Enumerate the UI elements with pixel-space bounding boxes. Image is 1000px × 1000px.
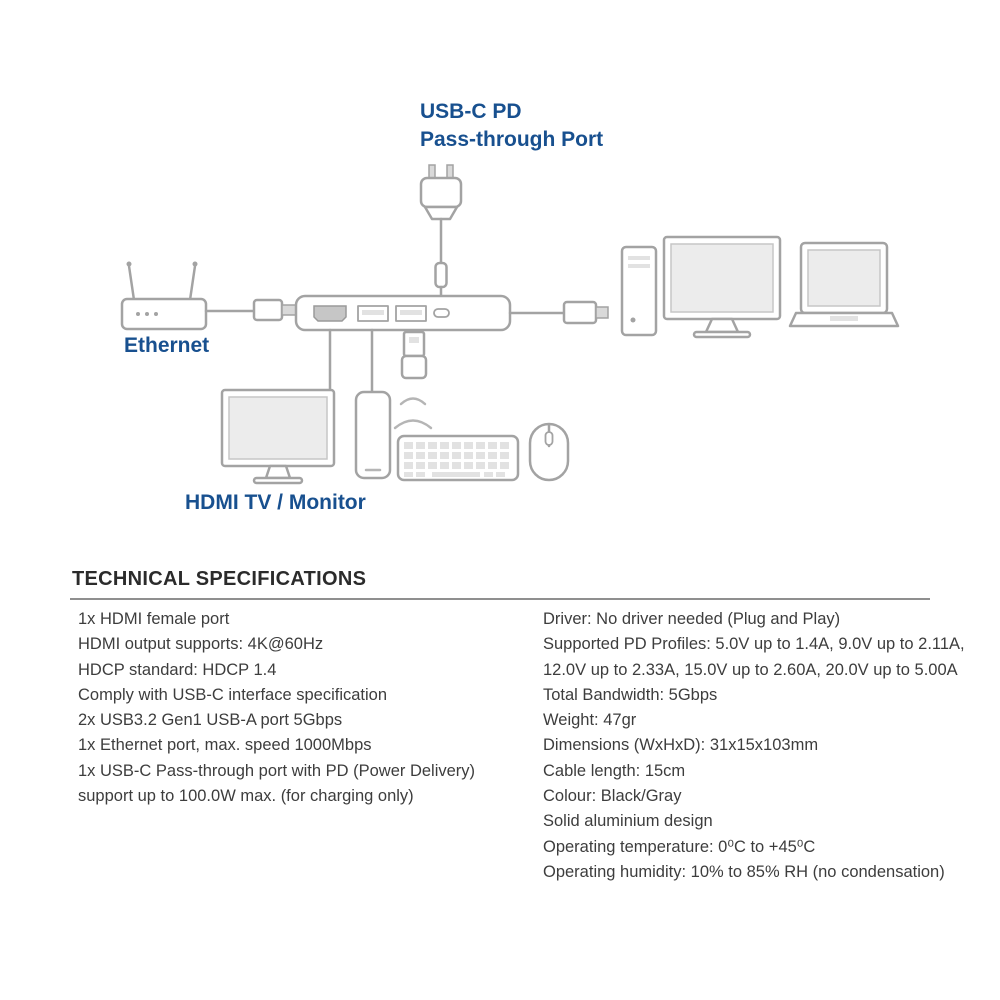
usb-plug-icon bbox=[508, 300, 609, 325]
desktop-tower-icon bbox=[620, 245, 658, 337]
specs-divider bbox=[70, 598, 930, 600]
spec-line: HDCP standard: HDCP 1.4 bbox=[78, 660, 277, 679]
mouse-icon bbox=[528, 422, 570, 482]
spec-line: Colour: Black/Gray bbox=[543, 787, 682, 806]
usb-c-pd-label-line1: USB-C PD bbox=[420, 100, 522, 123]
hdmi-monitor-label: HDMI TV / Monitor bbox=[185, 491, 366, 514]
phone-icon bbox=[354, 390, 392, 480]
router-icon bbox=[120, 261, 208, 331]
ethernet-label: Ethernet bbox=[124, 334, 210, 357]
spec-line: Total Bandwidth: 5Gbps bbox=[543, 685, 718, 704]
hdmi-monitor-icon bbox=[220, 388, 336, 485]
laptop-icon bbox=[788, 241, 900, 328]
usb-hub-icon bbox=[294, 294, 512, 332]
connection-diagram bbox=[120, 164, 900, 485]
spec-line: Comply with USB-C interface specificatio… bbox=[78, 685, 388, 704]
spec-line: Driver: No driver needed (Plug and Play) bbox=[543, 610, 841, 628]
usb-c-pd-label: USB-C PD Pass-through Port bbox=[420, 98, 603, 154]
spec-line: 12.0V up to 2.33A, 15.0V up to 2.60A, 20… bbox=[543, 660, 958, 679]
spec-line: HDMI output supports: 4K@60Hz bbox=[78, 635, 324, 654]
monitor-icon bbox=[662, 235, 782, 339]
spec-line: Operating temperature: 0⁰C to +45⁰C bbox=[543, 837, 816, 856]
usb-c-pd-label-line2: Pass-through Port bbox=[420, 128, 604, 151]
specs-right-column: Driver: No driver needed (Plug and Play)… bbox=[543, 607, 973, 885]
spec-line: Cable length: 15cm bbox=[543, 761, 686, 780]
spec-line: 1x USB-C Pass-through port with PD (Powe… bbox=[78, 761, 476, 780]
spec-line: 1x HDMI female port bbox=[78, 610, 230, 628]
spec-line: 2x USB3.2 Gen1 USB-A port 5Gbps bbox=[78, 711, 343, 730]
power-adapter-icon bbox=[419, 164, 463, 298]
spec-line: Operating humidity: 10% to 85% RH (no co… bbox=[543, 862, 945, 881]
specs-heading: TECHNICAL SPECIFICATIONS bbox=[72, 568, 367, 590]
ethernet-plug-icon bbox=[204, 298, 297, 322]
spec-line: 1x Ethernet port, max. speed 1000Mbps bbox=[78, 736, 372, 755]
spec-line: support up to 100.0W max. (for charging … bbox=[78, 787, 414, 806]
spec-line: Weight: 47gr bbox=[543, 711, 637, 730]
spec-line: Dimensions (WxHxD): 31x15x103mm bbox=[543, 736, 819, 755]
keyboard-icon bbox=[396, 434, 520, 482]
spec-line: Solid aluminium design bbox=[543, 812, 713, 831]
usb-dongle-icon bbox=[400, 330, 428, 380]
wireless-waves-icon bbox=[393, 397, 433, 430]
spec-line: Supported PD Profiles: 5.0V up to 1.4A, … bbox=[543, 635, 965, 654]
